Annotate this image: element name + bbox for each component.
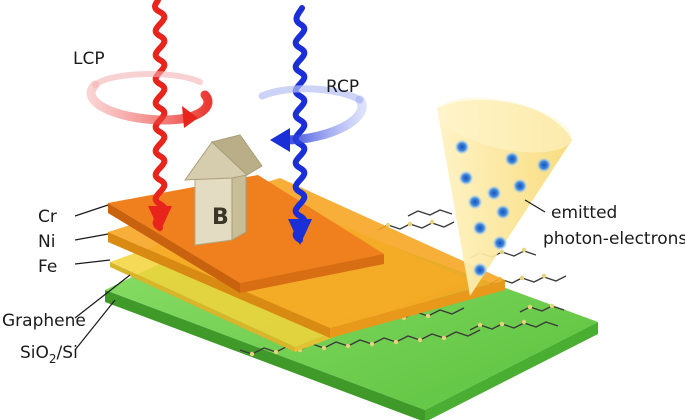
emission-cone — [437, 97, 572, 296]
rcp-beam — [288, 5, 312, 245]
magnetic-field-arrow-icon: B — [184, 134, 263, 246]
sio2-subscript: 2 — [49, 352, 57, 366]
photon-electrons-label: photon-electrons — [543, 229, 685, 249]
graphene-label: Graphene — [2, 311, 86, 331]
cr-label: Cr — [38, 207, 57, 227]
lcp-rotation-arrow-icon — [86, 71, 213, 128]
photo-electrons — [455, 140, 551, 277]
leader-lines — [74, 199, 546, 351]
lcp-beam — [148, 0, 172, 232]
b-field-label: B — [212, 205, 229, 230]
emitted-label: emitted — [551, 203, 617, 223]
rcp-label: RCP — [326, 77, 359, 97]
sio2-main: SiO — [20, 343, 49, 363]
rcp-rotation-arrow-icon — [258, 85, 367, 152]
lcp-label: LCP — [73, 49, 105, 69]
ni-label: Ni — [38, 232, 55, 252]
fe-label: Fe — [38, 257, 57, 277]
sio2-si-label: SiO2/Si — [20, 343, 78, 366]
sio2-rest: /Si — [57, 343, 78, 363]
